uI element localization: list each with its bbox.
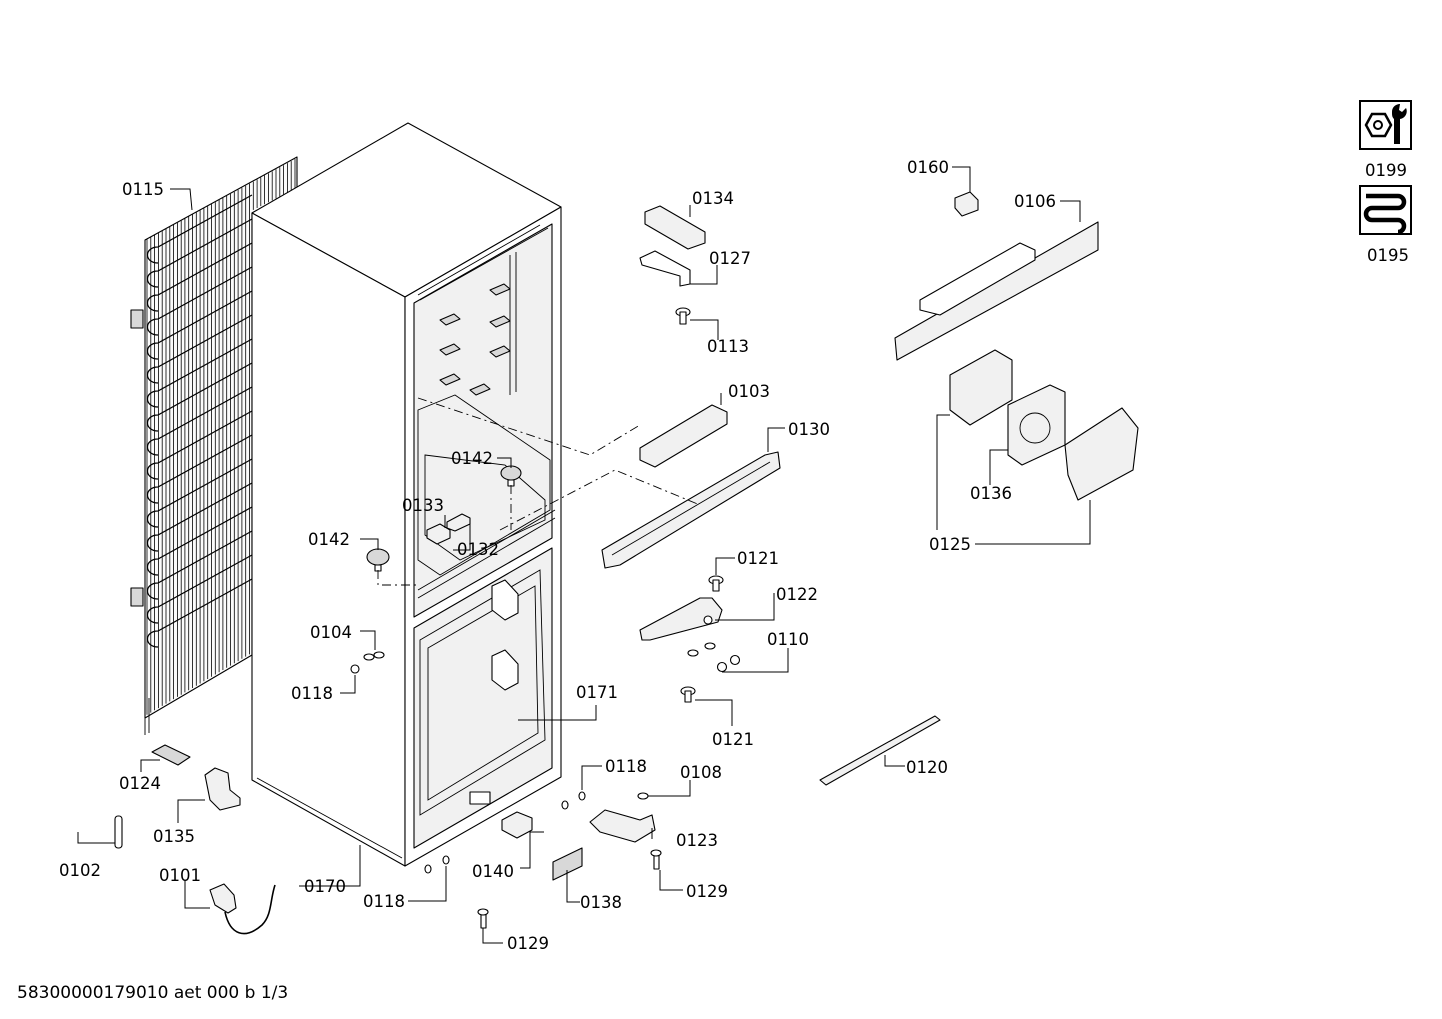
part-0138[interactable] xyxy=(552,847,583,881)
label-0104: 0104 xyxy=(310,623,352,642)
part-0120[interactable] xyxy=(819,715,941,786)
part-0118-left[interactable] xyxy=(350,664,360,674)
label-0171: 0171 xyxy=(576,683,618,702)
label-0123: 0123 xyxy=(676,831,718,850)
part-0142-b[interactable] xyxy=(366,548,390,572)
label-0142-a: 0142 xyxy=(451,449,493,468)
drawing-number: 58300000179010 aet 000 b 1/3 xyxy=(17,983,288,1003)
label-0195: 0195 xyxy=(1367,246,1409,265)
part-0130[interactable] xyxy=(601,451,781,569)
part-0123[interactable] xyxy=(589,809,656,843)
label-0138: 0138 xyxy=(580,893,622,912)
part-0122[interactable] xyxy=(639,597,723,641)
part-0118-right[interactable] xyxy=(561,791,586,810)
part-0110[interactable] xyxy=(687,615,741,673)
label-0129-a: 0129 xyxy=(507,934,549,953)
label-0102: 0102 xyxy=(59,861,101,880)
label-0129-b: 0129 xyxy=(686,882,728,901)
label-0124: 0124 xyxy=(119,774,161,793)
leader-lines xyxy=(77,166,1091,944)
label-0127: 0127 xyxy=(709,249,751,268)
label-0132: 0132 xyxy=(457,540,499,559)
label-0118-c: 0118 xyxy=(363,892,405,911)
label-0199: 0199 xyxy=(1365,161,1407,180)
part-labels: 0115 0134 0127 0113 0103 0130 0142 0133 … xyxy=(59,158,1409,953)
label-0133: 0133 xyxy=(402,496,444,515)
label-0118-a: 0118 xyxy=(291,684,333,703)
part-0113[interactable] xyxy=(675,307,691,325)
label-0121-b: 0121 xyxy=(712,730,754,749)
part-0103[interactable] xyxy=(639,404,728,468)
part-0121-bottom[interactable] xyxy=(680,686,696,703)
label-0134: 0134 xyxy=(692,189,734,208)
label-0113: 0113 xyxy=(707,337,749,356)
label-0118-b: 0118 xyxy=(605,757,647,776)
label-0121-a: 0121 xyxy=(737,549,779,568)
part-0108[interactable] xyxy=(637,792,649,800)
part-0102[interactable] xyxy=(114,815,123,849)
part-0121-top[interactable] xyxy=(708,575,724,592)
label-0122: 0122 xyxy=(776,585,818,604)
label-0115: 0115 xyxy=(122,180,164,199)
part-0133[interactable] xyxy=(426,523,451,545)
part-0124[interactable] xyxy=(151,744,191,766)
part-0118-bottom[interactable] xyxy=(424,855,450,874)
part-0136-fan[interactable] xyxy=(1007,384,1066,466)
part-0125-fan-housing[interactable] xyxy=(949,349,1139,501)
label-0135: 0135 xyxy=(153,827,195,846)
part-0134[interactable] xyxy=(644,205,706,250)
part-0140[interactable] xyxy=(501,811,533,839)
label-0108: 0108 xyxy=(680,763,722,782)
condenser-coil[interactable] xyxy=(130,156,298,735)
label-0125: 0125 xyxy=(929,535,971,554)
part-0101-power-cable[interactable] xyxy=(209,883,276,935)
label-0101: 0101 xyxy=(159,866,201,885)
part-0104[interactable] xyxy=(363,651,385,661)
label-0106: 0106 xyxy=(1014,192,1056,211)
label-0120: 0120 xyxy=(906,758,948,777)
fridge-cabinet[interactable] xyxy=(251,122,562,867)
label-0110: 0110 xyxy=(767,630,809,649)
part-0160[interactable] xyxy=(954,191,979,217)
wrench-nut-icon xyxy=(1359,100,1412,150)
part-0127[interactable] xyxy=(639,250,691,287)
part-0129-a[interactable] xyxy=(477,908,489,929)
part-0129-b[interactable] xyxy=(650,849,662,870)
heating-coil-icon xyxy=(1359,185,1412,235)
label-0160: 0160 xyxy=(907,158,949,177)
label-0142-b: 0142 xyxy=(308,530,350,549)
label-0103: 0103 xyxy=(728,382,770,401)
label-0136: 0136 xyxy=(970,484,1012,503)
label-0130: 0130 xyxy=(788,420,830,439)
part-0135[interactable] xyxy=(204,767,241,811)
part-0106-control-panel[interactable] xyxy=(894,221,1099,361)
label-0170: 0170 xyxy=(304,877,346,896)
label-0140: 0140 xyxy=(472,862,514,881)
